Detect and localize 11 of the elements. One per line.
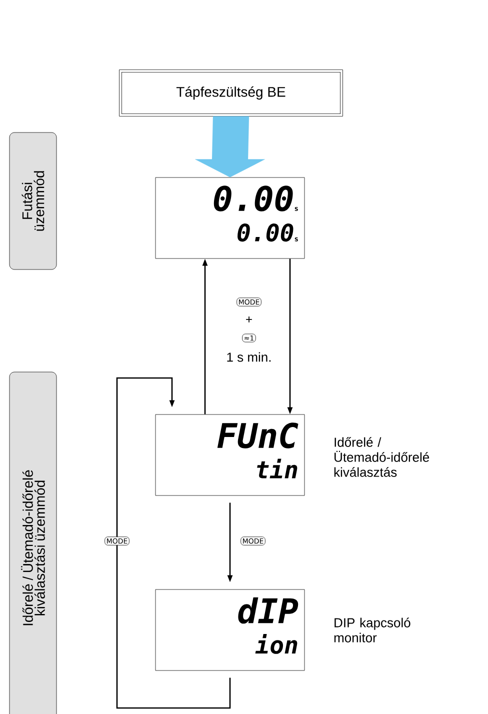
block-arrow <box>194 116 266 178</box>
note-text: 1 s min. <box>227 352 271 362</box>
arrow <box>116 377 231 709</box>
start-box: Tápfeszültség BE <box>119 70 343 116</box>
description-text: Időrelé / Ütemadó-időrelé kiválasztás <box>334 437 430 477</box>
display-box: FUnC tin <box>155 414 305 496</box>
mode-band: Időrelé / Ütemadó-időrelé kiválasztási üzemmód <box>9 372 57 714</box>
description-text: DIP kapcsoló monitor <box>334 618 410 642</box>
mode-band: Futási üzemmód <box>9 132 57 270</box>
plus-sign: + <box>246 316 252 322</box>
display-box: dIP ion <box>155 589 305 671</box>
